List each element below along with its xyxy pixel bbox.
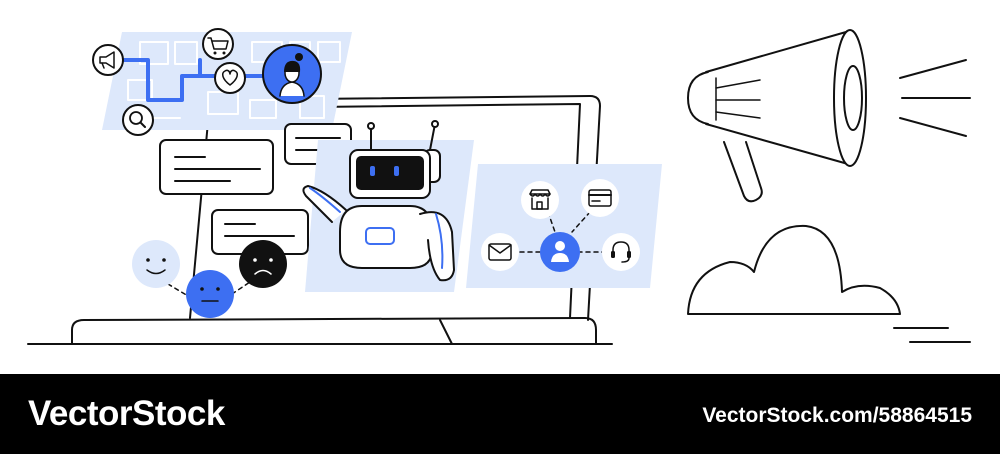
smiley-neutral-icon (186, 270, 234, 318)
footer-bar: VectorStock VectorStock.com/58864515 (0, 374, 1000, 454)
heart-icon (214, 62, 246, 94)
user-icon (540, 232, 580, 272)
smiley-happy-icon (132, 240, 180, 288)
brand-logo-text: VectorStock (28, 394, 225, 433)
storefront-icon (521, 181, 559, 219)
illustration (27, 28, 971, 345)
robot-icon (302, 120, 455, 282)
user-avatar-icon (262, 44, 322, 104)
laptop (27, 95, 613, 345)
credit-card-icon (581, 179, 619, 217)
megaphone-icon (92, 44, 124, 76)
megaphone-icon (687, 29, 971, 203)
smiley-sad-icon (239, 240, 287, 288)
image-credit: VectorStock.com/58864515 (702, 404, 972, 427)
chat-bubble (159, 139, 274, 195)
cloud-icon (687, 224, 971, 343)
headset-icon (602, 233, 640, 271)
shopping-cart-icon (202, 28, 234, 60)
envelope-icon (481, 233, 519, 271)
search-icon (122, 104, 154, 136)
